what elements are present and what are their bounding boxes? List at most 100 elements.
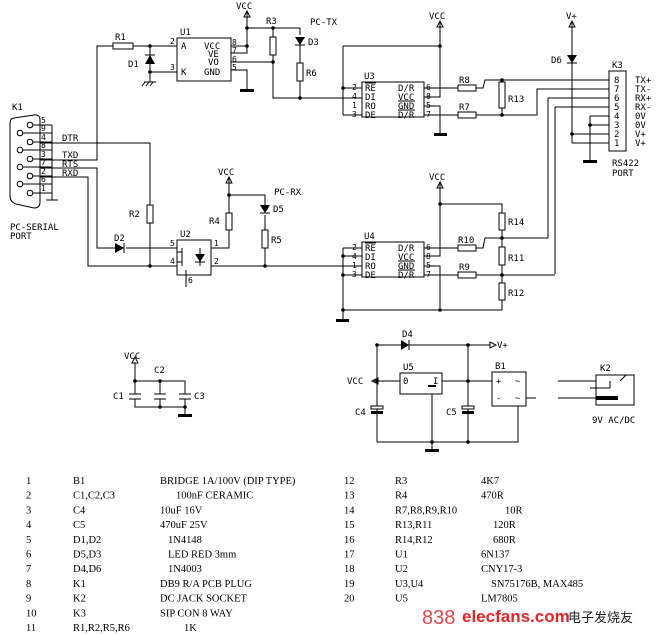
svg-text:2: 2	[214, 257, 219, 266]
svg-text:PORT: PORT	[612, 169, 634, 179]
svg-text:C3: C3	[194, 392, 205, 402]
r10-label: R10	[458, 236, 474, 246]
wire-rts	[40, 167, 177, 249]
d1-label: D1	[128, 60, 139, 70]
wire-txd	[40, 45, 177, 161]
r6-resistor	[296, 62, 304, 82]
bom-row: 18 U2 CNY17-3	[344, 564, 522, 575]
vplus-label: V+	[566, 12, 577, 22]
svg-text:9V AC/DC: 9V AC/DC	[592, 416, 635, 426]
r12-resistor	[498, 282, 506, 301]
svg-text:A: A	[181, 42, 187, 52]
bom-reference: K2	[73, 594, 86, 605]
vcc-arrow-icon	[243, 9, 251, 18]
r9-resistor	[457, 271, 477, 279]
r4-resistor	[225, 212, 233, 231]
pc-tx-label: PC-TX	[310, 18, 338, 28]
bom-number: 2	[26, 491, 31, 502]
svg-text:~: ~	[515, 377, 521, 387]
d5-led	[260, 205, 270, 213]
bom-number: 9	[26, 594, 31, 605]
k3-pin-number: 1	[614, 139, 619, 149]
svg-text:K3: K3	[612, 61, 623, 71]
bom-number: 8	[26, 579, 31, 590]
bom-reference: C1,C2,C3	[73, 491, 115, 502]
k1-pin	[26, 138, 34, 146]
svg-text:电子发烧友: 电子发烧友	[568, 610, 633, 626]
signal-rxd: RXD	[62, 169, 78, 179]
bom-value: 10R	[505, 505, 523, 516]
k3-signal-label: V+	[635, 139, 646, 149]
bom-value: BRIDGE 1A/100V (DIP TYPE)	[160, 476, 296, 487]
bom-reference: R4	[395, 491, 408, 502]
d3-label: D3	[308, 38, 319, 48]
bom-reference: U5	[395, 594, 408, 605]
r9-label: R9	[459, 263, 470, 273]
r13-resistor	[498, 81, 506, 109]
k1-pin	[26, 155, 34, 163]
svg-text:U5: U5	[403, 363, 414, 373]
bom-value: SN75176B, MAX485	[491, 579, 583, 590]
bom-number: 18	[344, 564, 355, 575]
bom-number: 5	[26, 535, 31, 546]
vcc-label: VCC	[236, 2, 252, 12]
bom-number: 19	[344, 579, 355, 590]
k3-pin-number: 6	[614, 94, 619, 104]
pin-name: D/R	[398, 84, 415, 94]
svg-text:+: +	[496, 377, 502, 387]
k1-pin	[26, 121, 34, 129]
pin-name: D/R	[398, 111, 415, 121]
pc-rx-label: PC-RX	[274, 188, 302, 198]
bom-reference: R13,R11	[395, 520, 432, 531]
svg-text:VO: VO	[208, 58, 219, 68]
bom-number: 13	[344, 491, 355, 502]
pin-name: DI	[365, 93, 376, 103]
r4-label: R4	[209, 217, 220, 227]
pin-name: VCC	[398, 253, 414, 263]
svg-text:C4: C4	[355, 408, 366, 418]
vcc-label: VCC	[218, 168, 234, 178]
pin-name: RO	[365, 102, 376, 112]
bom-value: DC JACK SOCKET	[160, 594, 248, 605]
bom-number: 15	[344, 520, 355, 531]
svg-text:4: 4	[170, 257, 175, 266]
bom-number: 16	[344, 535, 355, 546]
bom-value: 1N4148	[168, 535, 202, 546]
svg-text:~: ~	[515, 394, 521, 404]
bom-value: 470uF 25V	[160, 520, 208, 531]
r7-label: R7	[459, 103, 470, 113]
bom-reference: R3	[395, 476, 407, 487]
bom-reference: U2	[395, 564, 408, 575]
wire-rxd	[40, 176, 177, 267]
svg-text:C5: C5	[446, 408, 457, 418]
svg-text:8: 8	[232, 38, 237, 47]
bom-reference: C4	[73, 505, 86, 516]
svg-text:I: I	[433, 377, 438, 387]
pin-number: 1	[352, 101, 357, 110]
svg-text:0: 0	[403, 377, 408, 387]
bom-value: CNY17-3	[481, 564, 522, 575]
k1-label: K1	[12, 103, 23, 113]
svg-text:K2: K2	[600, 364, 611, 374]
signal-txd: TXD	[62, 151, 78, 161]
pin-name: DE	[365, 111, 376, 121]
bom-value: 10uF 16V	[160, 505, 203, 516]
k1-pin	[26, 189, 34, 197]
decoupling-capacitors: VCC C1 C2 C3	[113, 352, 205, 417]
svg-text:D4: D4	[402, 330, 413, 340]
svg-text:-: -	[496, 394, 501, 404]
svg-text:elecfans.com: elecfans.com	[462, 607, 570, 626]
k1-pin-number: 2	[41, 167, 46, 176]
